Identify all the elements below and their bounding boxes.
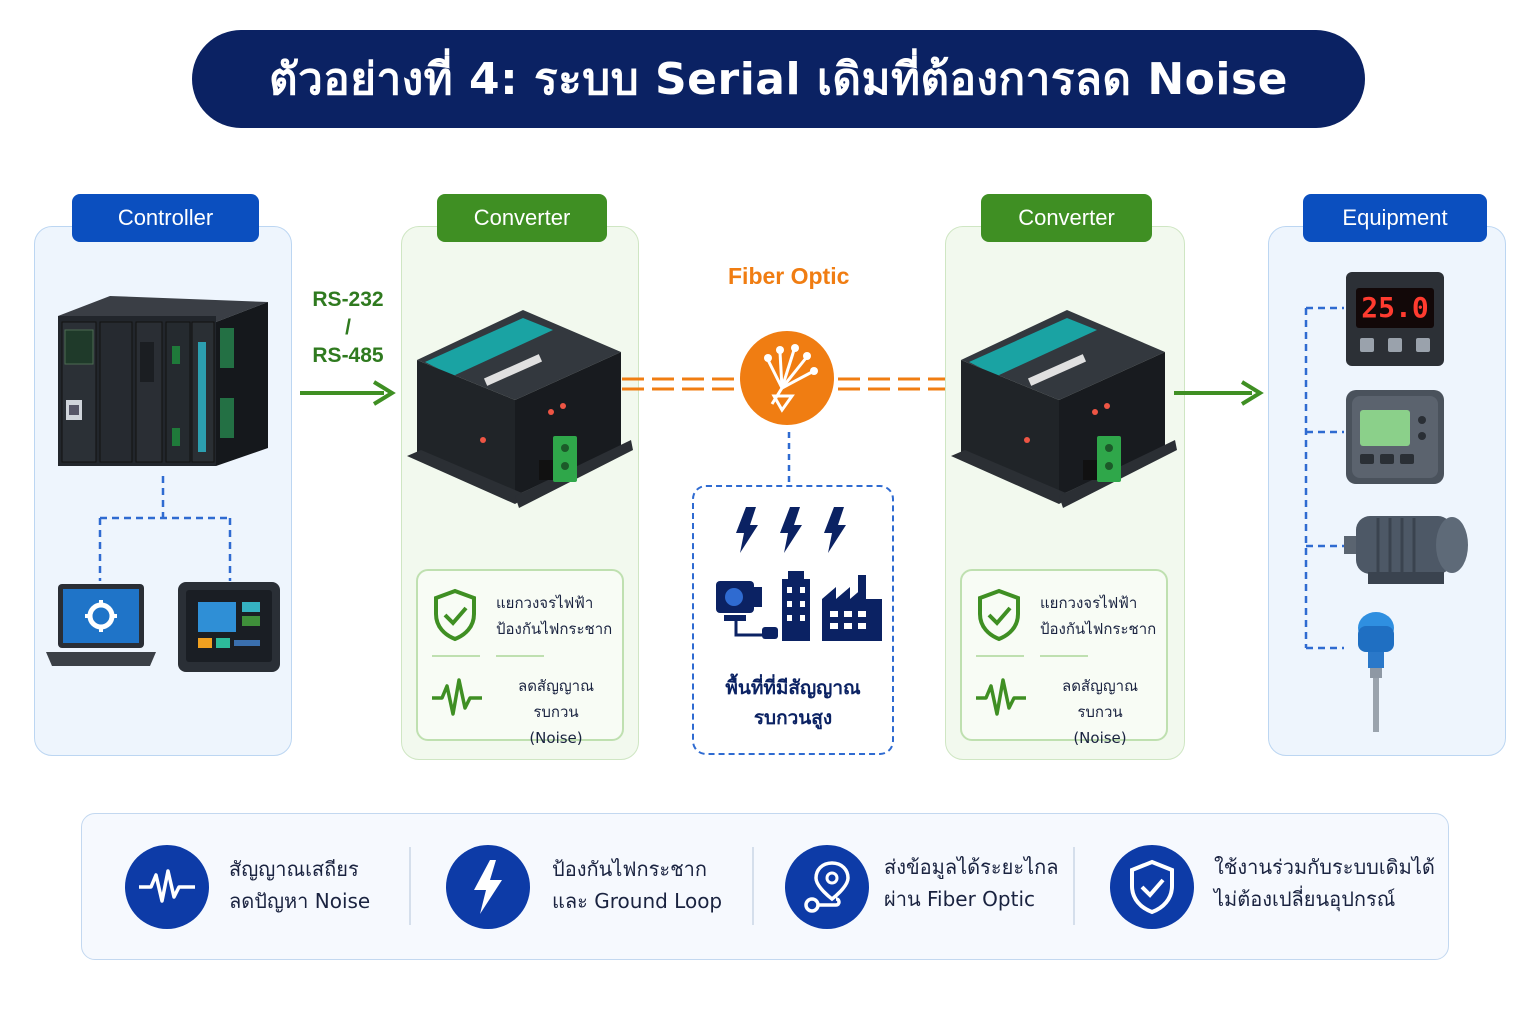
temperature-readout: 25.0 xyxy=(1361,291,1429,324)
feature-divider xyxy=(432,655,544,657)
rs232-label: RS-232 xyxy=(312,288,384,311)
equipment-arrow xyxy=(1174,380,1264,406)
serial-link-label: RS-232 / RS-485 xyxy=(298,285,398,371)
converter-right-label: Converter xyxy=(981,194,1152,242)
equipment-connector-lines xyxy=(1304,306,1344,650)
pulse-wave-icon xyxy=(976,678,1026,716)
noise-line2: (Noise) xyxy=(1073,729,1127,747)
fiber-dashed-link-left xyxy=(622,377,740,391)
temperature-display: 25.0 xyxy=(1356,288,1434,328)
benefit-divider xyxy=(752,847,754,925)
rs485-label: RS-485 xyxy=(312,344,384,367)
high-noise-zone: พื้นที่ที่มีสัญญาณ รบกวนสูง xyxy=(692,485,894,755)
isolation-line1: แยกวงจรไฟฟ้า xyxy=(496,594,594,612)
lightning-bolts-icon xyxy=(736,507,846,553)
benefit-1-line2: ลดปัญหา Noise xyxy=(229,889,371,913)
benefit-2-icon-circle xyxy=(446,845,530,929)
noise-zone-connector xyxy=(787,432,791,486)
noise-zone-line2: รบกวนสูง xyxy=(753,707,833,729)
benefit-1-icon-circle xyxy=(125,845,209,929)
isolation-line2: ป้องกันไฟกระชาก xyxy=(496,620,613,638)
temperature-buttons xyxy=(1360,338,1430,354)
factory-motor-icon xyxy=(716,571,882,641)
benefit-2-text: ป้องกันไฟกระชาก และ Ground Loop xyxy=(552,853,722,917)
noise-zone-line1: พื้นที่ที่มีสัญญาณ xyxy=(725,677,861,699)
benefit-1-text: สัญญาณเสถียร ลดปัญหา Noise xyxy=(229,853,370,917)
benefit-1-line1: สัญญาณเสถียร xyxy=(229,857,359,881)
noise-line2: (Noise) xyxy=(529,729,583,747)
isolation-line2: ป้องกันไฟกระชาก xyxy=(1040,620,1157,638)
noise-reduction-text: ลดสัญญาณรบกวน (Noise) xyxy=(496,673,616,751)
benefit-3-text: ส่งข้อมูลได้ระยะไกล ผ่าน Fiber Optic xyxy=(884,851,1059,915)
pressure-transmitter-icon xyxy=(1358,612,1394,732)
feature-divider xyxy=(976,655,1088,657)
benefit-3-icon-circle xyxy=(785,845,869,929)
benefit-4-text: ใช้งานร่วมกับระบบเดิมได้ ไม่ต้องเปลี่ยนอ… xyxy=(1214,851,1435,915)
shield-check-icon xyxy=(978,588,1020,642)
benefits-bar xyxy=(81,813,1449,960)
isolation-line1: แยกวงจรไฟฟ้า xyxy=(1040,594,1138,612)
isolation-text: แยกวงจรไฟฟ้า ป้องกันไฟกระชาก xyxy=(496,590,612,642)
pulse-wave-icon xyxy=(432,678,482,716)
fiber-optic-icon xyxy=(740,331,834,425)
noise-line1: ลดสัญญาณรบกวน xyxy=(1062,677,1138,721)
laptop-icon xyxy=(46,584,156,666)
serial-arrow xyxy=(300,380,396,406)
fiber-optic-label: Fiber Optic xyxy=(728,263,850,289)
equipment-label: Equipment xyxy=(1303,194,1487,242)
shield-check-icon xyxy=(1130,859,1174,915)
converter-right-device-image xyxy=(951,310,1177,508)
controller-connector-lines xyxy=(98,476,232,581)
isolation-text: แยกวงจรไฟฟ้า ป้องกันไฟกระชาก xyxy=(1040,590,1156,642)
converter-left-device-image xyxy=(407,310,633,508)
fiber-dashed-link-right xyxy=(838,377,960,391)
page-title: ตัวอย่างที่ 4: ระบบ Serial เดิมที่ต้องกา… xyxy=(269,54,1288,105)
noise-reduction-text: ลดสัญญาณรบกวน (Noise) xyxy=(1040,673,1160,751)
route-pin-icon xyxy=(804,861,850,913)
benefit-2-line2: และ Ground Loop xyxy=(552,889,723,913)
benefit-4-icon-circle xyxy=(1110,845,1194,929)
benefit-4-line1: ใช้งานร่วมกับระบบเดิมได้ xyxy=(1214,855,1435,879)
title-banner: ตัวอย่างที่ 4: ระบบ Serial เดิมที่ต้องกา… xyxy=(192,30,1365,128)
benefit-2-line1: ป้องกันไฟกระชาก xyxy=(552,857,707,881)
slash-label: / xyxy=(345,316,351,339)
controller-label: Controller xyxy=(72,194,259,242)
hmi-tablet-icon xyxy=(178,582,280,672)
benefit-3-line2: ผ่าน Fiber Optic xyxy=(884,887,1035,911)
shield-check-icon xyxy=(434,588,476,642)
benefit-divider xyxy=(1073,847,1075,925)
plc-controller-image xyxy=(58,296,268,466)
converter-left-label: Converter xyxy=(437,194,607,242)
noise-line1: ลดสัญญาณรบกวน xyxy=(518,677,594,721)
benefit-3-line1: ส่งข้อมูลได้ระยะไกล xyxy=(884,855,1059,879)
lightning-icon xyxy=(474,860,502,914)
benefit-divider xyxy=(409,847,411,925)
electric-motor-icon xyxy=(1344,516,1468,584)
waveform-icon xyxy=(139,869,195,903)
temperature-controller: 25.0 xyxy=(1346,272,1444,366)
benefit-4-line2: ไม่ต้องเปลี่ยนอุปกรณ์ xyxy=(1214,887,1396,911)
panel-meter-icon xyxy=(1346,390,1444,484)
